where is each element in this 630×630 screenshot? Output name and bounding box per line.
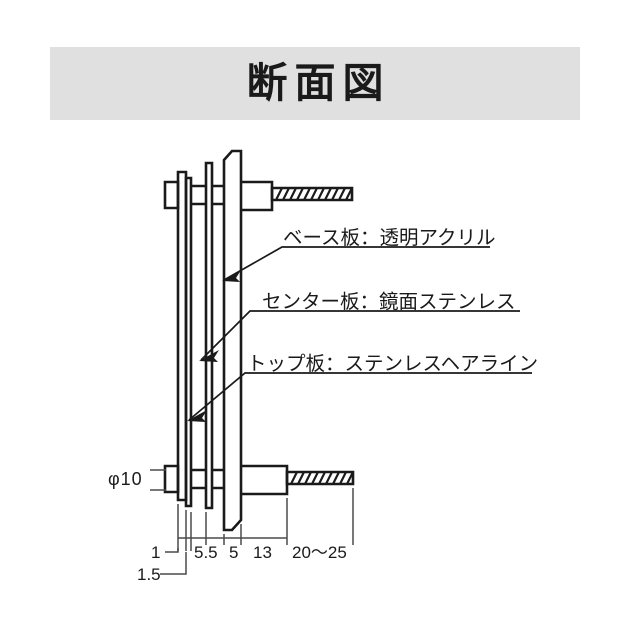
top-rod-thread-hatching: [275, 187, 353, 201]
small-dim-leaders: [160, 548, 187, 575]
arrowhead-base-plate: [222, 270, 241, 282]
center-plate-outline: [204, 161, 214, 510]
leader-top-plate: [188, 372, 532, 421]
bottom-standoff-barrel-a: [191, 468, 206, 490]
leader-base-plate: [223, 246, 490, 281]
arrowhead-center-plate: [199, 350, 219, 362]
top-standoff-head: [163, 180, 180, 210]
callout-arrowheads: [187, 270, 241, 422]
dim-1-5-elbow: [160, 552, 187, 575]
leader-center-plate: [200, 310, 520, 361]
top-standoff-barrel-b: [212, 184, 224, 206]
bottom-rod-thread-hatching: [290, 471, 354, 485]
top-threaded-rod: [270, 186, 354, 202]
dimension-extension-lines: [177, 488, 354, 551]
header-banner: 断面図: [50, 47, 580, 120]
dimension-label-1-5: 1.5: [137, 565, 161, 584]
bottom-standoff-head: [163, 464, 180, 494]
base-plate-second-leaf: [184, 176, 193, 508]
dimension-label-1: 1: [151, 543, 161, 562]
phi-leader: [150, 469, 166, 491]
bottom-standoff-collar: [241, 464, 289, 496]
dimension-label-20-25: 20～25: [292, 543, 347, 562]
callout-leaders: [188, 246, 532, 421]
top-plate-outline: [222, 149, 243, 532]
arrowhead-top-plate: [187, 410, 207, 422]
dimension-label-5: 5: [229, 543, 239, 562]
page-title: 断面図: [246, 59, 391, 107]
callout-label-base-plate: ベース板：透明アクリル: [283, 226, 496, 249]
top-standoff-collar: [241, 180, 274, 212]
bottom-standoff-barrel-b: [212, 468, 224, 490]
top-standoff-barrel-a: [191, 184, 206, 206]
callout-label-top-plate: トップ板：ステンレスヘアライン: [247, 352, 539, 375]
dim-1-elbow: [165, 548, 179, 553]
diameter-label: φ10: [108, 469, 143, 489]
callout-label-center-plate: センター板：鏡面ステンレス: [262, 290, 516, 313]
dimension-label-5-5: 5.5: [194, 543, 218, 562]
dimension-label-13: 13: [253, 543, 272, 562]
